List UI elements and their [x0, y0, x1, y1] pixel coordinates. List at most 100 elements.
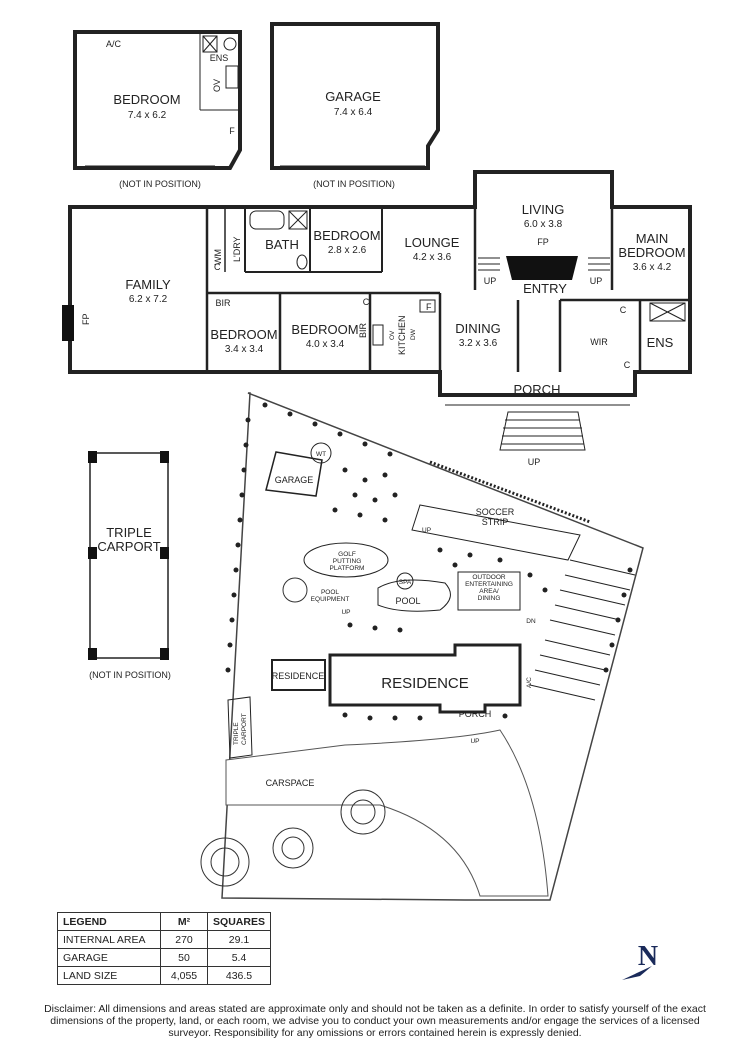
room-name: MAIN	[636, 231, 669, 246]
room-name: CARPORT	[97, 539, 160, 554]
room-name: BEDROOM	[618, 245, 685, 260]
room-dims: 2.8 x 2.6	[328, 245, 367, 256]
room-dims: 4.2 x 3.6	[413, 252, 452, 263]
detached-garage: GARAGE 7.4 x 6.4 (NOT IN POSITION)	[270, 22, 440, 189]
legend-m2: 50	[160, 948, 208, 967]
legend-label: GARAGE	[57, 948, 161, 967]
outdoor-label: DINING	[478, 595, 501, 602]
pool-equipment-label: POOL	[321, 589, 339, 596]
ldry-label: L'DRY	[232, 236, 242, 262]
room-name: BATH	[265, 237, 299, 252]
up-label: UP	[484, 276, 497, 286]
ens-label: ENS	[210, 53, 229, 63]
pool-label: POOL	[395, 596, 420, 606]
room-name: TRIPLE	[106, 525, 152, 540]
not-in-position-note: (NOT IN POSITION)	[119, 179, 201, 189]
bir-label: BIR	[215, 298, 231, 308]
carport-label: TRIPLE	[233, 722, 240, 745]
not-in-position-note: (NOT IN POSITION)	[89, 670, 171, 680]
room-dims: 3.4 x 3.4	[225, 344, 264, 355]
outdoor-label: AREA/	[479, 588, 499, 595]
golf-label: GOLF	[338, 551, 356, 558]
soccer-label: STRIP	[482, 517, 509, 527]
legend-row: LAND SIZE 4,055 436.5	[57, 966, 271, 985]
room-name: BEDROOM	[210, 327, 277, 342]
room-name: BEDROOM	[313, 228, 380, 243]
spa-label: SPA	[399, 579, 412, 586]
room-name: DINING	[455, 321, 501, 336]
site-porch-label: PORCH	[459, 709, 492, 719]
room-name: LOUNGE	[405, 235, 460, 250]
golf-label: PUTTING	[333, 558, 362, 565]
pool-equipment-label: EQUIPMENT	[311, 596, 350, 603]
legend-squares: 5.4	[207, 948, 271, 967]
room-dims: 4.0 x 3.4	[306, 339, 345, 350]
residence-main-label: RESIDENCE	[381, 675, 469, 692]
ov-label: OV	[212, 79, 222, 92]
legend-m2: 4,055	[160, 966, 208, 985]
wm-label: WM	[213, 249, 223, 265]
site-garage-label: GARAGE	[275, 475, 314, 485]
bir-label: BIR	[358, 322, 368, 338]
ac-label: A/C	[106, 39, 122, 49]
room-dims: 7.4 x 6.2	[128, 110, 167, 121]
c-label: C	[214, 262, 221, 272]
carspace-label: CARSPACE	[266, 778, 315, 788]
outdoor-label: OUTDOOR	[472, 574, 506, 581]
room-dims: 3.2 x 3.6	[459, 338, 498, 349]
legend-squares: 436.5	[207, 966, 271, 985]
room-name: LIVING	[522, 202, 565, 217]
room-name: BEDROOM	[113, 92, 180, 107]
soccer-label: SOCCER	[476, 507, 515, 517]
up-label: UP	[470, 738, 479, 745]
room-dims: 6.0 x 3.8	[524, 219, 563, 230]
room-name: PORCH	[514, 382, 561, 397]
outdoor-label: ENTERTAINING	[465, 581, 513, 588]
room-name: ENS	[647, 335, 674, 350]
room-name: FAMILY	[125, 277, 171, 292]
area-legend: LEGEND M² SQUARES INTERNAL AREA 270 29.1…	[57, 912, 271, 985]
fp-label: FP	[81, 313, 91, 325]
legend-label: INTERNAL AREA	[57, 930, 161, 949]
legend-m2: 270	[160, 930, 208, 949]
not-in-position-note: (NOT IN POSITION)	[313, 179, 395, 189]
room-name: WIR	[590, 337, 608, 347]
room-dims: 7.4 x 6.4	[334, 107, 373, 118]
north-label: N	[638, 941, 658, 972]
f-label: F	[229, 126, 235, 136]
disclaimer-text: Disclaimer: All dimensions and areas sta…	[44, 1003, 706, 1039]
up-label: UP	[341, 609, 350, 616]
ov-label: OV	[389, 330, 396, 340]
fp-label: FP	[537, 237, 549, 247]
carport-label: CARPORT	[241, 713, 248, 745]
golf-label: PLATFORM	[330, 565, 365, 572]
up-label: UP	[590, 276, 603, 286]
ac-label: A/C	[526, 677, 533, 688]
c-label: C	[624, 360, 631, 370]
legend-squares: 29.1	[207, 930, 271, 949]
dw-label: DW	[410, 328, 417, 340]
legend-row: INTERNAL AREA 270 29.1	[57, 930, 271, 949]
residence-small-label: RESIDENCE	[272, 671, 325, 681]
f-label: F	[426, 302, 432, 312]
legend-header: LEGEND	[57, 912, 161, 931]
room-dims: 6.2 x 7.2	[129, 294, 168, 305]
c-label: C	[363, 297, 370, 307]
dn-label: DN	[526, 618, 536, 625]
legend-header: SQUARES	[207, 912, 271, 931]
up-label: UP	[528, 457, 541, 467]
room-name: KITCHEN	[397, 315, 407, 355]
c-label: C	[620, 305, 627, 315]
wt-label: WT	[316, 451, 326, 458]
triple-carport-detached: TRIPLE CARPORT (NOT IN POSITION)	[88, 451, 171, 680]
legend-header: M²	[160, 912, 208, 931]
room-name: GARAGE	[325, 89, 381, 104]
legend-row: GARAGE 50 5.4	[57, 948, 271, 967]
room-name: BEDROOM	[291, 322, 358, 337]
up-label: UP	[422, 527, 431, 534]
detached-bedroom: A/C ENS OV F BEDROOM 7.4 x 6.2 (NOT IN P…	[73, 30, 242, 189]
room-name: ENTRY	[523, 281, 567, 296]
site-plan: WT GARAGE UP SOCCER STRIP GOLF PUTTING P…	[200, 392, 658, 980]
legend-label: LAND SIZE	[57, 966, 161, 985]
